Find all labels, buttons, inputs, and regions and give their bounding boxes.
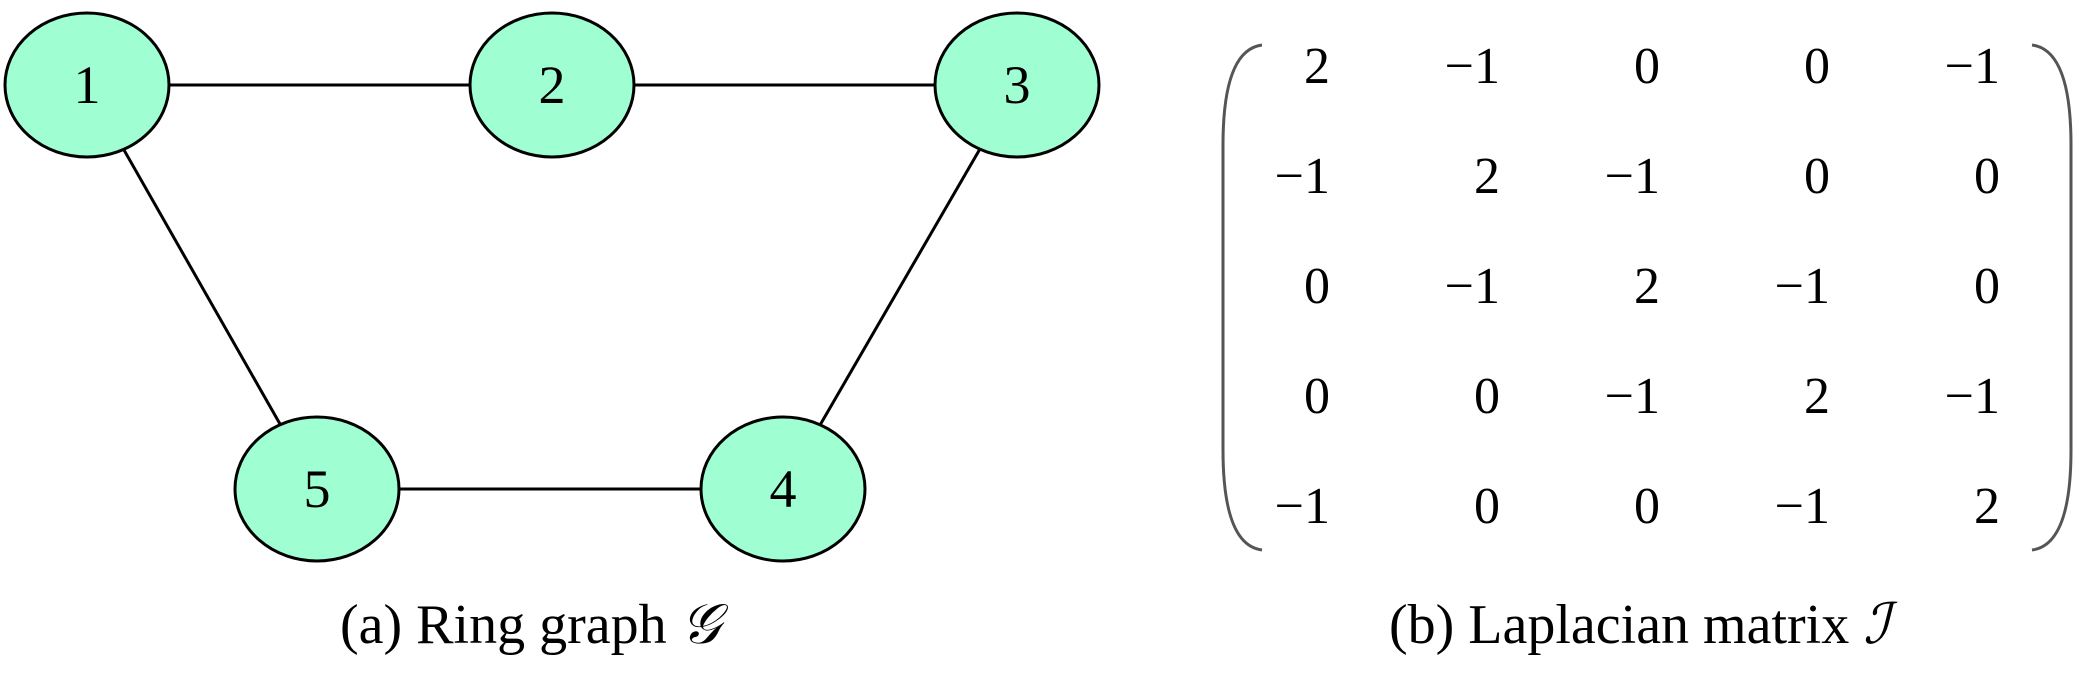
node-circle <box>233 415 401 563</box>
matrix-cell-r2-c4: 0 <box>1804 148 1830 205</box>
matrix-cell-r4-c3: −1 <box>1605 368 1660 425</box>
caption-b: (b) Laplacian matrix ℐ <box>1389 594 1898 656</box>
node-5: 5 <box>233 415 401 563</box>
matrix-cell-r5-c1: −1 <box>1275 478 1330 535</box>
node-label: 1 <box>74 55 101 115</box>
matrix-cell-r3-c2: −1 <box>1445 258 1500 315</box>
matrix-cell-r5-c3: 0 <box>1634 478 1660 535</box>
edge-5-1 <box>85 84 319 490</box>
caption-a: (a) Ring graph 𝒢 <box>340 594 729 656</box>
matrix-cell-r1-c2: −1 <box>1445 38 1500 95</box>
matrix-cell-r4-c2: 0 <box>1474 368 1500 425</box>
edge-3-4 <box>781 84 1019 490</box>
node-circle <box>933 11 1101 159</box>
matrix-cell-r2-c5: 0 <box>1974 148 2000 205</box>
node-2: 2 <box>468 11 636 159</box>
matrix-cell-r2-c3: −1 <box>1605 148 1660 205</box>
matrix-right-parenthesis <box>2031 43 2073 552</box>
caption-a-symbol: 𝒢 <box>681 594 729 656</box>
matrix-cell-r5-c4: −1 <box>1775 478 1830 535</box>
node-label: 2 <box>539 55 566 115</box>
node-label: 3 <box>1004 55 1031 115</box>
node-circle <box>468 11 636 159</box>
caption-b-text: (b) Laplacian matrix <box>1389 594 1863 656</box>
caption-a-text: (a) Ring graph <box>340 594 681 656</box>
node-3: 3 <box>933 11 1101 159</box>
matrix-cell-r3-c4: −1 <box>1775 258 1830 315</box>
matrix-cell-r4-c1: 0 <box>1304 368 1330 425</box>
node-4: 4 <box>699 415 867 563</box>
matrix-cell-r4-c5: −1 <box>1945 368 2000 425</box>
caption-b-symbol: ℐ <box>1863 594 1898 656</box>
graph-nodes: 1 2 3 4 5 <box>3 11 1101 563</box>
matrix-cell-r3-c1: 0 <box>1304 258 1330 315</box>
matrix-left-parenthesis <box>1221 43 1263 552</box>
node-label: 5 <box>304 459 331 519</box>
matrix-cell-r5-c2: 0 <box>1474 478 1500 535</box>
matrix-cell-r3-c5: 0 <box>1974 258 2000 315</box>
matrix-cell-r1-c1: 2 <box>1304 38 1330 95</box>
matrix-cell-r5-c5: 2 <box>1974 478 2000 535</box>
matrix-cell-r2-c2: 2 <box>1474 148 1500 205</box>
node-circle <box>3 11 171 159</box>
matrix-cells: 2 −1 0 0 −1 −1 2 −1 0 0 0 −1 2 −1 0 0 0 −1 2 −1 −1 0 0 −1 2 <box>1275 38 2000 535</box>
node-1: 1 <box>3 11 171 159</box>
matrix-cell-r2-c1: −1 <box>1275 148 1330 205</box>
matrix-cell-r4-c4: 2 <box>1804 368 1830 425</box>
matrix-cell-r3-c3: 2 <box>1634 258 1660 315</box>
node-label: 4 <box>770 459 797 519</box>
matrix-cell-r1-c5: −1 <box>1945 38 2000 95</box>
matrix-cell-r1-c3: 0 <box>1634 38 1660 95</box>
node-circle <box>699 415 867 563</box>
laplacian-matrix: 2 −1 0 0 −1 −1 2 −1 0 0 0 −1 2 −1 0 0 0 −1 2 −1 −1 0 0 −1 2 <box>1221 38 2073 552</box>
matrix-cell-r1-c4: 0 <box>1804 38 1830 95</box>
